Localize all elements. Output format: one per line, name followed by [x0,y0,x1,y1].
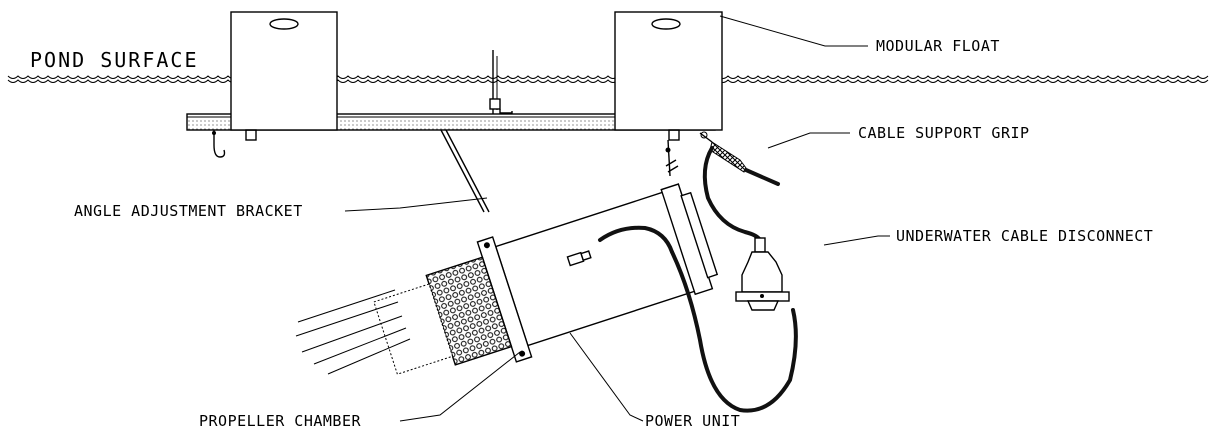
label-underwater-cable-disconnect: UNDERWATER CABLE DISCONNECT [896,227,1153,245]
underwater-cable-disconnect [735,237,790,311]
pond-surface-waves [7,75,1209,83]
angle-adjustment-rod [440,129,490,213]
rear-support-chain [665,139,679,177]
label-power-unit: POWER UNIT [645,412,740,430]
modular-float-left [230,11,338,141]
label-pond-surface: POND SURFACE [30,48,199,72]
modular-float-right [614,11,723,141]
leader-lines [344,15,890,422]
power-unit [373,183,719,375]
label-angle-adjustment-bracket: ANGLE ADJUSTMENT BRACKET [74,202,303,220]
cable-support-grip [699,131,780,242]
label-cable-support-grip: CABLE SUPPORT GRIP [858,124,1030,142]
center-post [489,50,513,114]
discharge-flow-lines [295,289,411,375]
label-propeller-chamber: PROPELLER CHAMBER [199,412,361,430]
label-modular-float: MODULAR FLOAT [876,37,1000,55]
power-cable [598,225,798,413]
